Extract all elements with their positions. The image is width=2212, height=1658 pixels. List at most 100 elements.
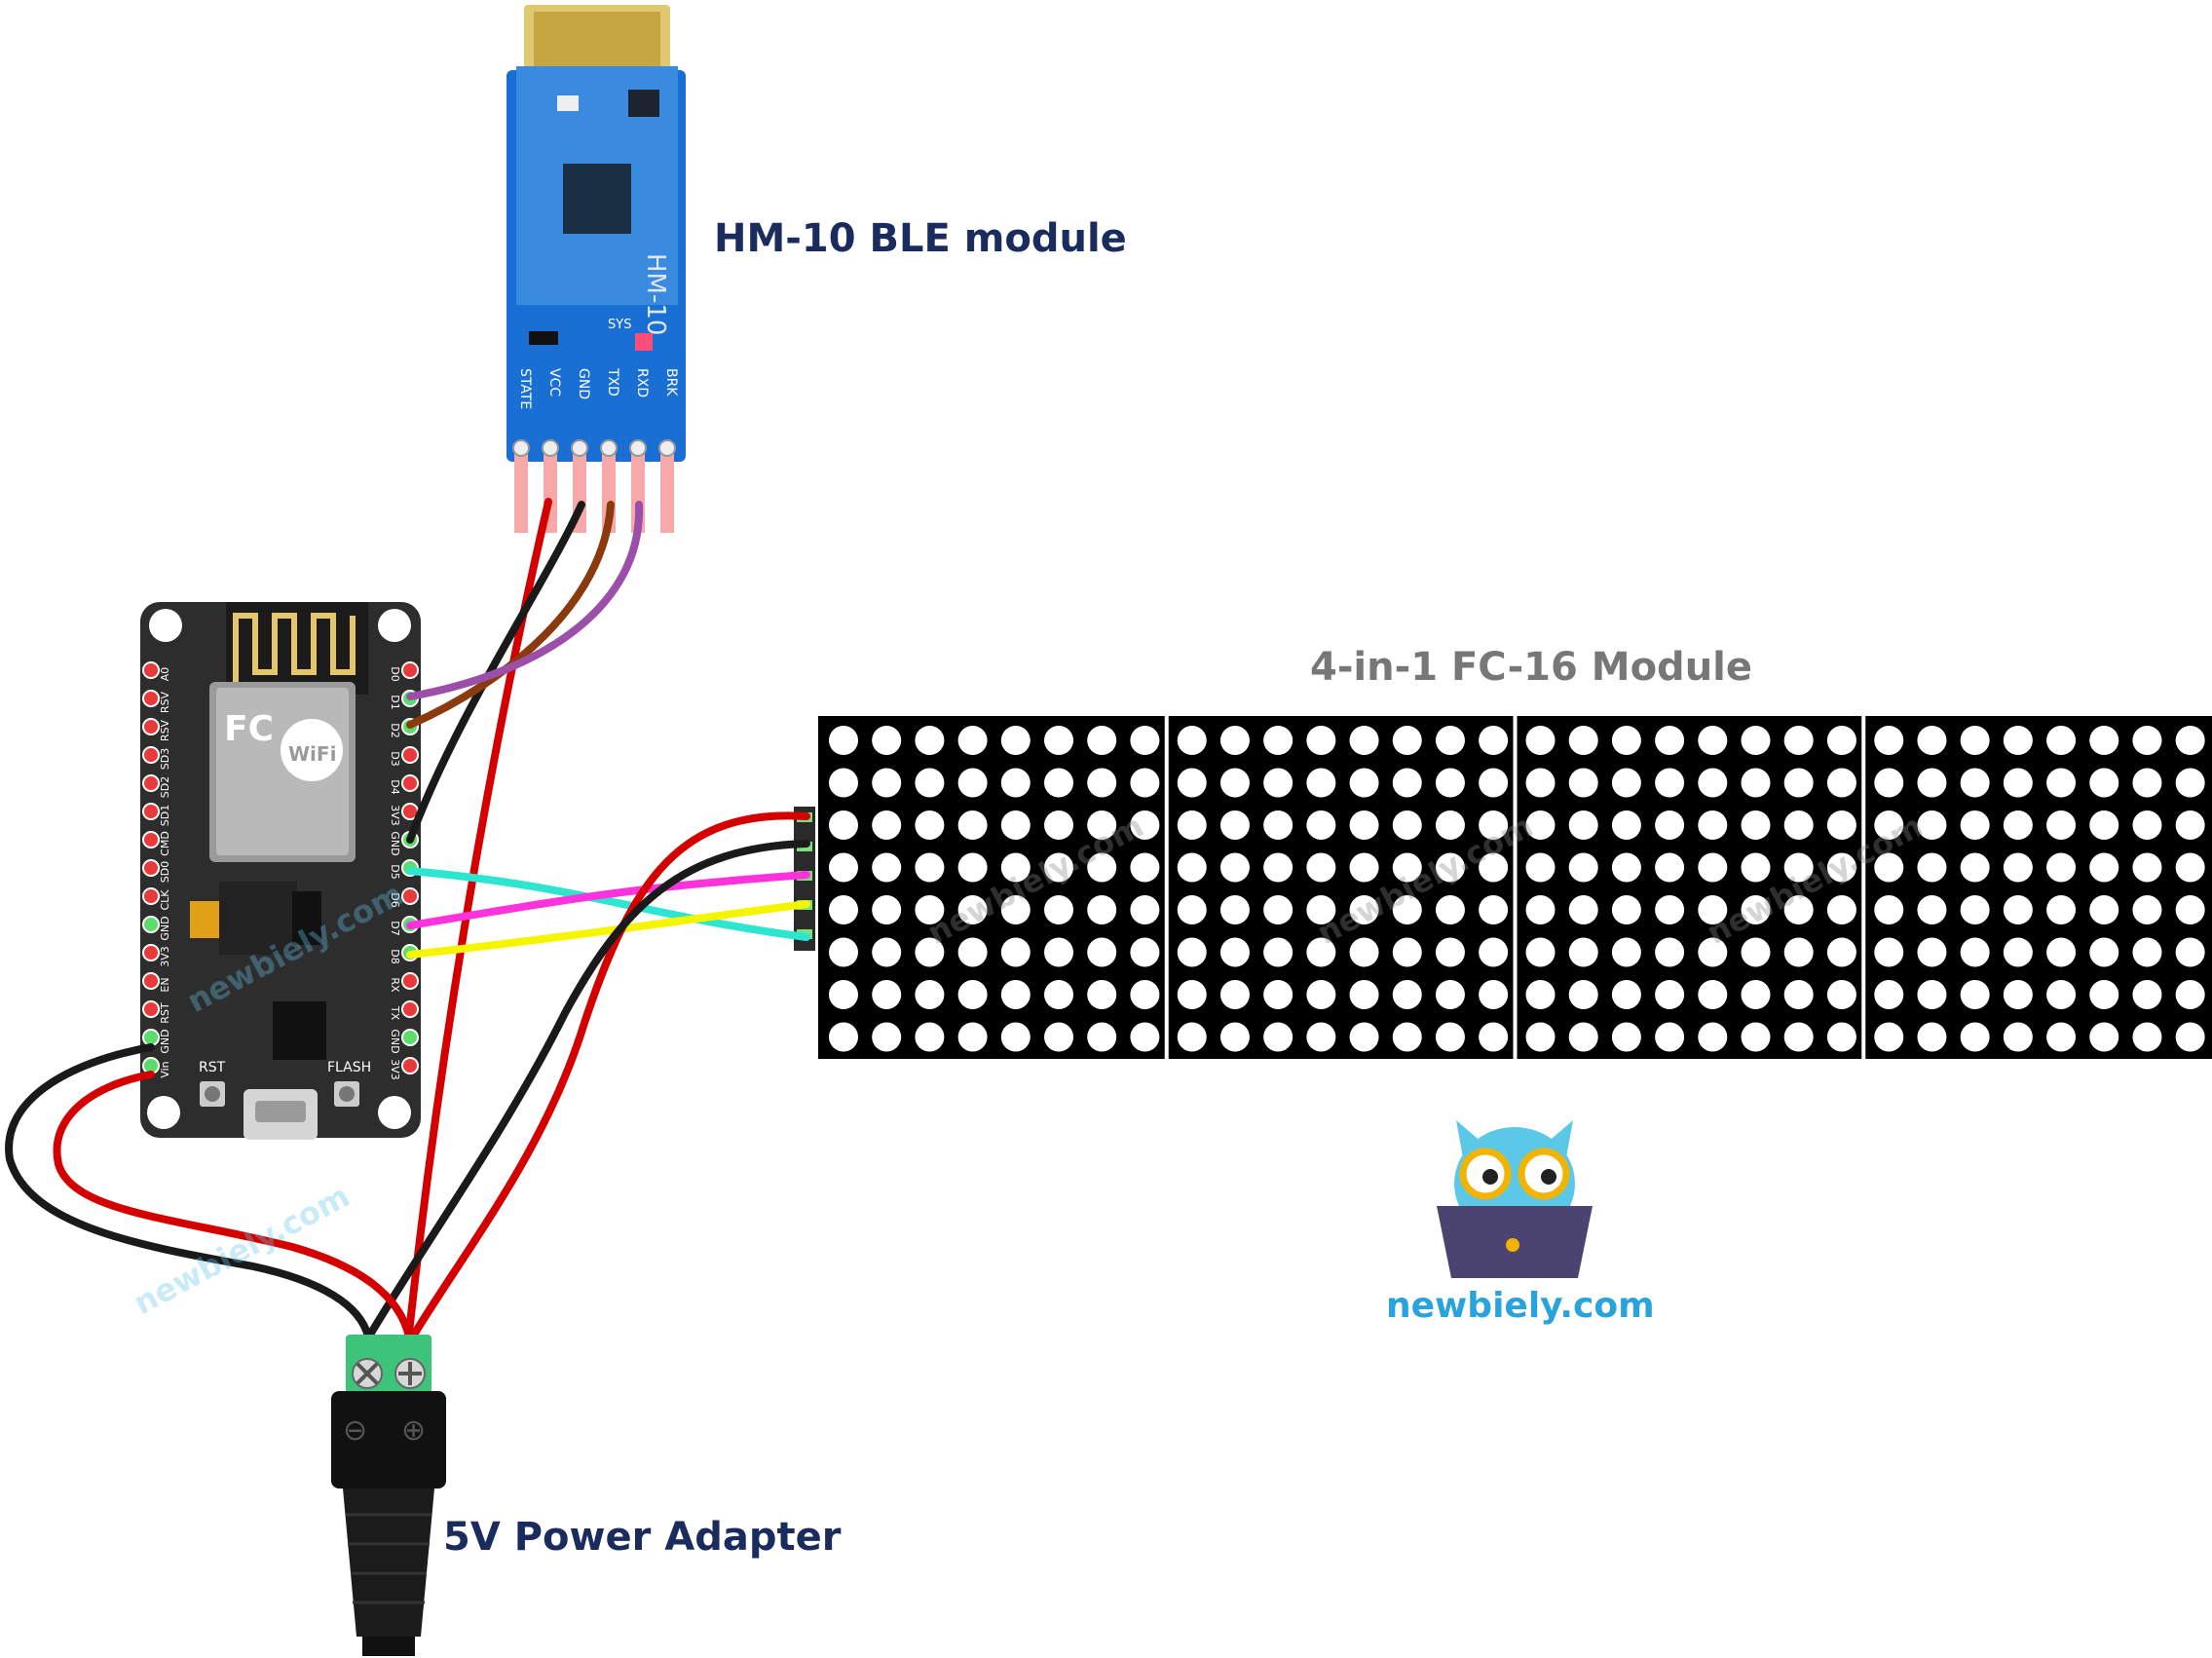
esp-pin bbox=[401, 1057, 419, 1074]
led-dot bbox=[1130, 810, 1160, 840]
wires bbox=[5, 498, 810, 1340]
led-dot bbox=[2089, 1022, 2119, 1052]
esp-pin bbox=[142, 916, 160, 933]
led-dot bbox=[872, 768, 902, 798]
led-dot bbox=[1435, 726, 1465, 755]
led-dot bbox=[829, 810, 858, 840]
led-dot bbox=[1349, 895, 1379, 924]
led-dot bbox=[1219, 852, 1250, 883]
led-dot bbox=[1874, 768, 1904, 798]
hm10-pin-label: GND bbox=[576, 368, 591, 399]
hm10-pin bbox=[660, 443, 674, 533]
led-dot bbox=[1741, 937, 1771, 967]
led-dot bbox=[2089, 726, 2119, 755]
esp-left-pin-label: GND bbox=[159, 916, 171, 940]
esp-right-pin-label: RX bbox=[389, 977, 401, 993]
led-dot bbox=[1698, 980, 1728, 1009]
led-dot bbox=[872, 895, 902, 924]
esp-pin bbox=[142, 859, 160, 877]
led-dot bbox=[957, 980, 988, 1009]
led-dot bbox=[957, 937, 988, 967]
led-dot bbox=[1917, 768, 1947, 798]
esp-right-pin-label: D1 bbox=[389, 695, 401, 709]
led-dot bbox=[1698, 726, 1728, 755]
wire-d8-cs bbox=[406, 900, 810, 959]
esp-right-pin-label: D7 bbox=[389, 921, 401, 935]
led-dot bbox=[872, 810, 902, 840]
esp-pin bbox=[142, 661, 160, 679]
led-dot bbox=[1960, 852, 1990, 883]
mount-hole bbox=[147, 1096, 180, 1129]
led-dot bbox=[1392, 810, 1422, 840]
led-dot bbox=[1435, 980, 1465, 1009]
esp-pin bbox=[401, 972, 419, 990]
mount-hole bbox=[149, 609, 182, 642]
led-dot bbox=[1479, 895, 1509, 924]
fc16-module-label: 4-in-1 FC-16 Module bbox=[1310, 645, 1753, 690]
led-dot bbox=[2046, 980, 2077, 1009]
led-dot bbox=[1219, 726, 1250, 755]
led-dot bbox=[915, 852, 945, 883]
hm10-pin bbox=[514, 443, 528, 533]
led-dot bbox=[1479, 852, 1509, 883]
led-dot bbox=[2132, 937, 2162, 967]
led-dot bbox=[1000, 1022, 1031, 1052]
esp-left-pin-labels: A0RSVRSVSD3SD2SD1CMDSD0CLKGND3V3ENRSTGND… bbox=[159, 667, 171, 1078]
led-dot bbox=[1435, 895, 1465, 924]
led-dot bbox=[2175, 1022, 2205, 1052]
led-dot bbox=[1525, 937, 1556, 967]
led-dot bbox=[2132, 980, 2162, 1009]
wire-hm10-txd bbox=[406, 501, 615, 729]
hm10-pin-label: BRK bbox=[663, 368, 679, 396]
led-dot bbox=[2046, 937, 2077, 967]
led-dot bbox=[1698, 937, 1728, 967]
wire-esp-vin bbox=[53, 1071, 413, 1340]
led-dot bbox=[2089, 810, 2119, 840]
led-dot bbox=[1130, 937, 1160, 967]
esp-right-pin-label: D0 bbox=[389, 666, 401, 681]
wire-matrix-gnd bbox=[366, 840, 810, 1338]
led-dot bbox=[2003, 1022, 2033, 1052]
led-dot bbox=[915, 937, 945, 967]
led-dot bbox=[1525, 810, 1556, 840]
esp-right-pin-label: TX bbox=[389, 1005, 401, 1021]
led-dot bbox=[1741, 895, 1771, 924]
esp-left-pin-label: Vin bbox=[159, 1061, 171, 1077]
led-dot bbox=[1525, 980, 1556, 1009]
led-dot bbox=[1525, 852, 1556, 883]
led-dot bbox=[1874, 937, 1904, 967]
led-dot bbox=[1960, 937, 1990, 967]
esp-right-pin-label: D5 bbox=[389, 864, 401, 879]
led-dot bbox=[2132, 810, 2162, 840]
led-dot bbox=[1306, 937, 1336, 967]
led-dot bbox=[1000, 810, 1031, 840]
led-dot bbox=[2175, 980, 2205, 1009]
led-dot bbox=[1044, 810, 1073, 840]
led-dot bbox=[957, 726, 988, 755]
led-dot bbox=[1741, 1022, 1771, 1052]
led-dot bbox=[1392, 1022, 1422, 1052]
led-dot bbox=[1960, 810, 1990, 840]
flash-label: FLASH bbox=[327, 1060, 371, 1075]
led-dot bbox=[829, 852, 858, 883]
led-dot bbox=[1087, 768, 1117, 798]
led-dot bbox=[1917, 852, 1947, 883]
led-dot bbox=[1263, 937, 1293, 967]
led-dot bbox=[2046, 895, 2077, 924]
led-dot bbox=[872, 1022, 902, 1052]
esp-pin bbox=[142, 831, 160, 848]
led-dot bbox=[915, 980, 945, 1009]
led-dot bbox=[1263, 726, 1293, 755]
led-dot bbox=[1306, 895, 1336, 924]
matrix-dots bbox=[829, 716, 2205, 1059]
led-dot bbox=[2175, 895, 2205, 924]
led-dot bbox=[1525, 726, 1556, 755]
led-dot bbox=[1568, 768, 1598, 798]
led-dot bbox=[1349, 980, 1379, 1009]
esp-left-pin-label: CLK bbox=[159, 889, 171, 911]
esp-right-pin-label: 3V3 bbox=[389, 805, 401, 826]
led-dot bbox=[957, 895, 988, 924]
led-dot bbox=[1783, 937, 1814, 967]
led-dot bbox=[915, 895, 945, 924]
